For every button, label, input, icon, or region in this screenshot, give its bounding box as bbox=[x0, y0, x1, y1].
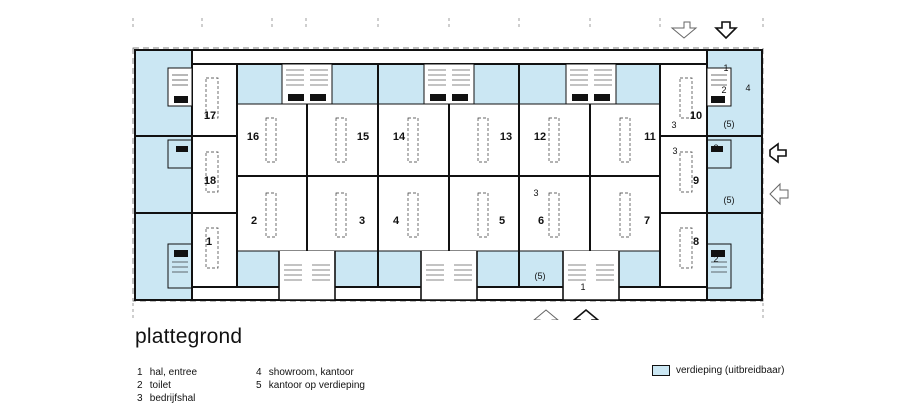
room-label: (5) bbox=[535, 271, 546, 281]
room-label: (5) bbox=[724, 195, 735, 205]
legend-item: 1 hal, entree bbox=[137, 367, 198, 378]
room-label: 3 bbox=[533, 188, 538, 198]
stair-treads-top bbox=[172, 69, 727, 86]
arrow-filled-up bbox=[572, 308, 600, 320]
room-label: 2 bbox=[713, 143, 718, 153]
unit-number: 4 bbox=[393, 215, 400, 227]
stair-treads-bottom bbox=[172, 261, 727, 281]
hall-markings bbox=[205, 77, 693, 269]
room-label: (5) bbox=[724, 119, 735, 129]
legend-item: 4 showroom, kantoor bbox=[256, 367, 354, 378]
unit-number: 15 bbox=[357, 131, 369, 143]
room-label: 1 bbox=[580, 282, 585, 292]
unit-number: 12 bbox=[534, 131, 546, 143]
room-label: 3 bbox=[671, 120, 676, 130]
arrow-filled-down bbox=[714, 21, 738, 40]
cores-bottom bbox=[278, 251, 620, 301]
unit-number: 2 bbox=[251, 215, 257, 227]
unit-number: 14 bbox=[393, 131, 406, 143]
arrow-hollow-left bbox=[769, 182, 789, 206]
unit-number: 18 bbox=[204, 175, 216, 187]
unit-number: 8 bbox=[693, 236, 699, 248]
unit-number: 5 bbox=[499, 215, 505, 227]
grid-guides bbox=[132, 18, 764, 318]
unit-number: 10 bbox=[690, 110, 702, 122]
plan-title: plattegrond bbox=[135, 325, 243, 348]
arrow-hollow-up bbox=[533, 309, 559, 320]
site-boundary bbox=[132, 47, 764, 302]
arrow-hollow-down bbox=[670, 21, 698, 39]
legend-item: 5 kantoor op verdieping bbox=[256, 380, 365, 391]
unit-number: 7 bbox=[644, 215, 650, 227]
room-label: 1 bbox=[723, 63, 728, 73]
floor-swatch bbox=[652, 365, 670, 376]
legend-item: 2 toilet bbox=[137, 380, 171, 391]
unit-number: 1 bbox=[206, 236, 212, 248]
walls bbox=[135, 50, 762, 300]
side-bays bbox=[167, 139, 732, 289]
unit-number: 3 bbox=[359, 215, 365, 227]
unit-number: 9 bbox=[693, 175, 699, 187]
legend-item: 3 bedrijfshal bbox=[137, 393, 196, 404]
unit-number: 11 bbox=[644, 131, 656, 143]
room-label: 3 bbox=[672, 146, 677, 156]
legend-left: 1 hal, entree 2 toilet 3 bedrijfshal bbox=[137, 366, 197, 405]
unit-number: 16 bbox=[247, 131, 259, 143]
unit-number: 6 bbox=[538, 215, 544, 227]
floor-legend: verdieping (uitbreidbaar) bbox=[652, 365, 784, 376]
room-label: 2 bbox=[713, 254, 718, 264]
floor-legend-label: verdieping (uitbreidbaar) bbox=[676, 365, 785, 376]
legend-right: 4 showroom, kantoor 5 kantoor op verdiep… bbox=[256, 366, 365, 392]
arrow-filled-left bbox=[769, 142, 787, 164]
entrance-arrows bbox=[533, 21, 789, 320]
room-label: 4 bbox=[745, 83, 750, 93]
room-label: 2 bbox=[721, 85, 726, 95]
unit-number: 17 bbox=[204, 110, 216, 122]
unit-number: 13 bbox=[500, 131, 512, 143]
